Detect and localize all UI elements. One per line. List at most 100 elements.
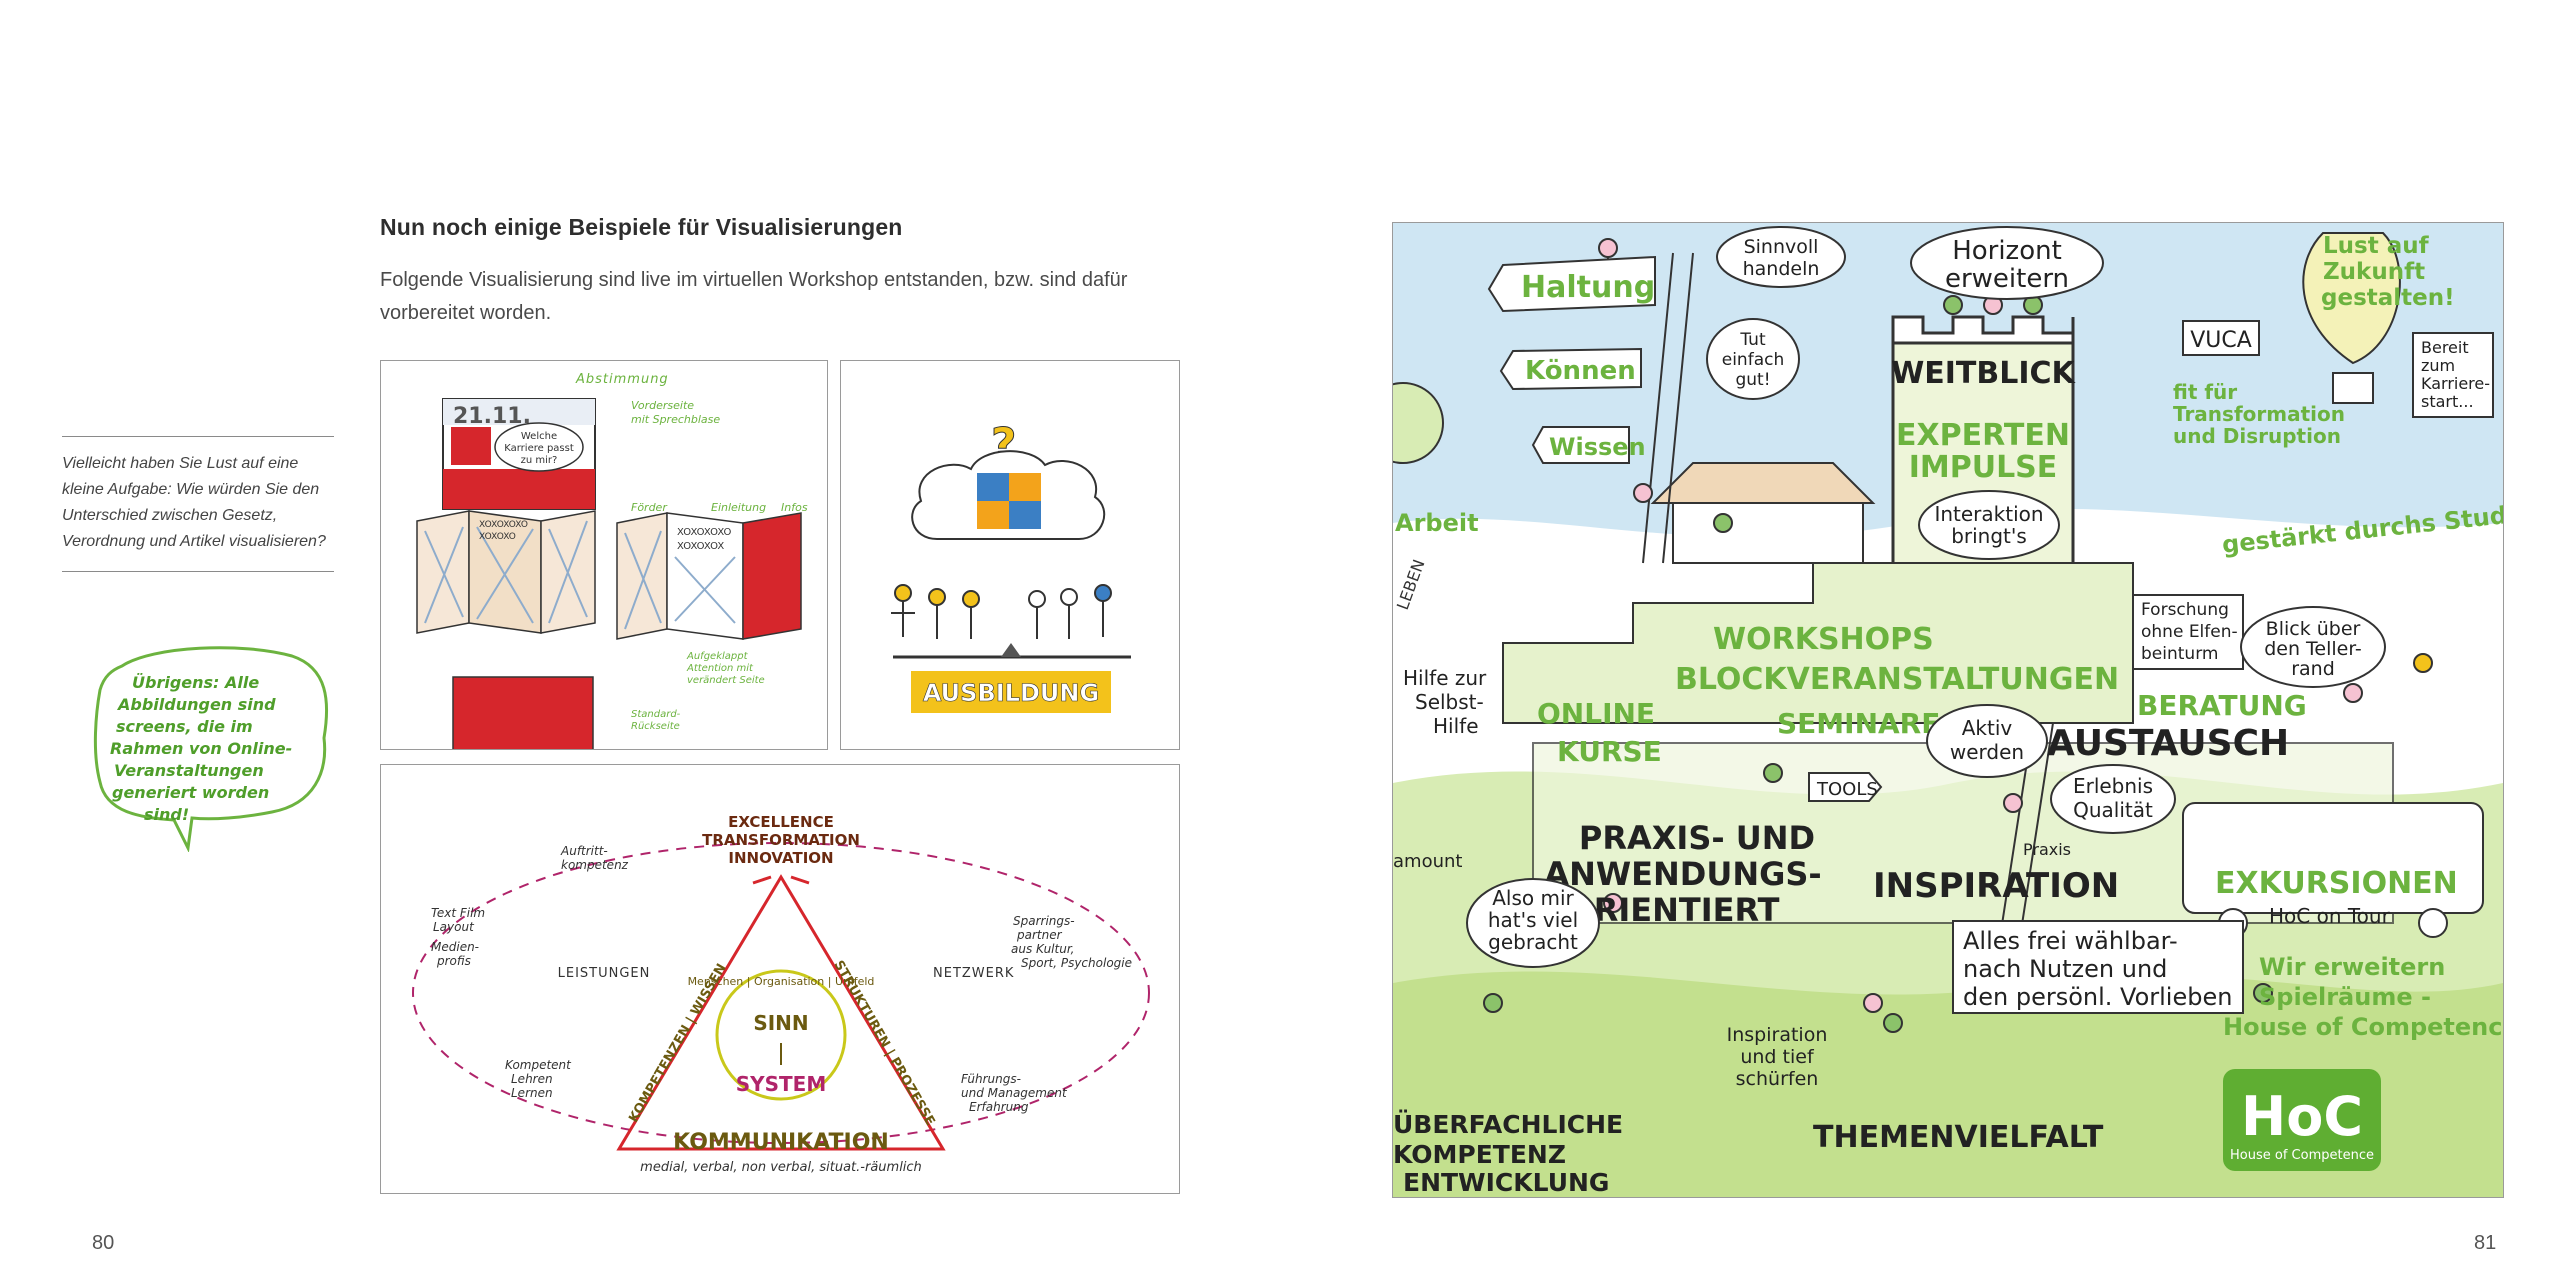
bubble-text: Interaktion bbox=[1934, 502, 2043, 526]
medien-label: Medien- bbox=[431, 940, 479, 954]
label-block: BLOCKVERANSTALTUNGEN bbox=[1675, 662, 2119, 697]
puzzle-piece-blue bbox=[1009, 501, 1041, 529]
netzwerk-label: NETZWERK bbox=[933, 966, 1014, 981]
outer-ellipse bbox=[412, 842, 1150, 1144]
bubble-sinnvoll bbox=[1716, 226, 1846, 288]
note-aufgeklappt: Aufgeklappt bbox=[686, 651, 749, 662]
tools-sign bbox=[1808, 772, 1883, 802]
bubble-text: Welche bbox=[521, 431, 557, 442]
label-ueberfachliche: ENTWICKLUNG bbox=[1403, 1168, 1609, 1197]
bubble-text: handeln bbox=[1743, 258, 1820, 280]
medien-label: Text Film bbox=[431, 906, 485, 920]
bubble-text: Sinnvoll bbox=[1744, 236, 1819, 258]
label-weitblick: WEITBLICK bbox=[1891, 356, 2076, 391]
puzzle-piece-orange bbox=[1009, 473, 1041, 501]
note-vorderseite: Vorderseite bbox=[631, 399, 694, 412]
sinn-label: SINN bbox=[753, 1011, 808, 1035]
label-hilfe: Hilfe zur bbox=[1403, 666, 1487, 690]
flag-haltung bbox=[1487, 255, 1656, 313]
flyer-sketch: Abstimmung 21.11. Welche Karriere passt … bbox=[416, 372, 808, 749]
label-hilfe: Hilfe bbox=[1433, 714, 1479, 738]
puzzle-piece-orange bbox=[977, 501, 1009, 529]
flyer-title: Abstimmung bbox=[575, 372, 669, 387]
bubble-text: erweitern bbox=[1945, 264, 2069, 294]
vuca-box bbox=[2182, 320, 2260, 356]
bubble-tut-gut bbox=[1706, 318, 1800, 400]
sparring-label: Sport, Psychologie bbox=[1021, 956, 1132, 970]
note-aufgeklappt: Attention mit bbox=[686, 663, 754, 674]
label-seminare: SEMINARE bbox=[1777, 707, 1940, 740]
bubble-also bbox=[1466, 878, 1600, 968]
label-bereit: Bereit bbox=[2421, 338, 2469, 357]
label-koennen: Können bbox=[1525, 356, 1636, 386]
leistungen-label: LEISTUNGEN bbox=[558, 966, 651, 981]
label-fit: und Disruption bbox=[2173, 424, 2341, 448]
label-online: KURSE bbox=[1557, 735, 1662, 768]
triangle-sketch-frame: EXCELLENCE TRANSFORMATION INNOVATION KOM… bbox=[380, 764, 1180, 1194]
house-roof bbox=[1650, 462, 1876, 504]
bubble-text: bringt's bbox=[1951, 524, 2027, 548]
flyer-date: 21.11. bbox=[453, 404, 531, 429]
bubble-text: Horizont bbox=[1952, 236, 2062, 266]
label-alles: Alles frei wählbar- bbox=[1963, 927, 2178, 955]
inner-circle bbox=[715, 969, 847, 1101]
label-hilfe: Selbst- bbox=[1415, 690, 1484, 714]
puzzle-piece-blue bbox=[977, 473, 1009, 501]
ausbildung-sketch-frame: ? AUSBILDUNG bbox=[840, 360, 1180, 750]
label-praxis: ANWENDUNGS- bbox=[1544, 855, 1821, 893]
label-alles: nach Nutzen und bbox=[1963, 955, 2167, 983]
label-praxis: PRAXIS- UND bbox=[1579, 819, 1815, 857]
ladder-icon bbox=[1642, 252, 1694, 564]
tree-icon bbox=[1393, 382, 1444, 464]
xo-text: XOXOXOXO bbox=[479, 520, 528, 530]
kompetent-label: Kompetent bbox=[505, 1058, 572, 1072]
bubble-text: Blick über bbox=[2266, 618, 2361, 640]
label-wir: House of Competence bbox=[2223, 1013, 2503, 1041]
label-forschung: beinturm bbox=[2141, 644, 2218, 664]
flag-wissen bbox=[1531, 426, 1630, 464]
ausbildung-banner bbox=[911, 671, 1111, 713]
bubble-text: gut! bbox=[1735, 370, 1770, 390]
bubble-line: Veranstaltungen bbox=[114, 761, 264, 780]
bubble-line: Abbildungen sind bbox=[116, 695, 276, 714]
folded-flyer-right: XOXOXOXO XOXOXOX bbox=[616, 512, 802, 640]
bubble-text: gebracht bbox=[1488, 930, 1578, 954]
people-figures bbox=[1483, 238, 2433, 1033]
label-praxis-small: Praxis bbox=[2023, 840, 2071, 859]
label-bereit: zum bbox=[2421, 356, 2455, 375]
bubble-erlebnis bbox=[2050, 764, 2176, 834]
kompetent-label: Lehren bbox=[511, 1072, 553, 1086]
bubble-outline bbox=[93, 646, 329, 852]
bubble-text: Karriere passt bbox=[504, 443, 574, 454]
system-label: SYSTEM bbox=[736, 1072, 827, 1096]
house-wall bbox=[1672, 502, 1864, 564]
bus-wheel bbox=[2418, 908, 2448, 938]
note-standard: Rückseite bbox=[631, 721, 680, 732]
label-online: ONLINE bbox=[1537, 697, 1655, 730]
label-alles: den persönl. Vorlieben bbox=[1963, 983, 2232, 1011]
label-lust: Lust auf bbox=[2323, 233, 2430, 259]
label-experten: IMPULSE bbox=[1909, 450, 2058, 485]
label-austausch: AUSTAUSCH bbox=[2047, 723, 2289, 764]
xo-text: XOXOXO bbox=[479, 532, 516, 542]
fuehrung-label: Führungs- bbox=[961, 1072, 1021, 1086]
label-beratung: BERATUNG bbox=[2137, 689, 2307, 722]
kommunikation-sub: medial, verbal, non verbal, situat.-räum… bbox=[640, 1160, 922, 1175]
note-standard: Standard- bbox=[631, 709, 681, 720]
top-label: INNOVATION bbox=[728, 849, 833, 867]
ausbildung-label: AUSBILDUNG bbox=[923, 679, 1099, 707]
hoc-poster-frame: Haltung Können Wissen Arbeit LEBEN Sinnv… bbox=[1392, 222, 2504, 1198]
alles-box bbox=[1952, 920, 2244, 1014]
middle-platform bbox=[1532, 742, 2394, 924]
intro-paragraph: Folgende Visualisierung sind live im vir… bbox=[380, 269, 1128, 324]
note-vorderseite: mit Sprechblase bbox=[631, 413, 720, 426]
page-heading: Nun noch einige Beispiele für Visualisie… bbox=[380, 214, 903, 240]
page-number-right: 81 bbox=[2474, 1232, 2497, 1254]
bubble-blick bbox=[2240, 606, 2386, 688]
bubble-text: Also mir bbox=[1492, 886, 1574, 910]
label-fit: Transformation bbox=[2173, 402, 2345, 426]
xo-text: XOXOXOX bbox=[677, 541, 724, 552]
label-haltung: Haltung bbox=[1521, 270, 1655, 305]
triangle bbox=[616, 874, 946, 1151]
label-wir: Spielräume - bbox=[2259, 983, 2431, 1011]
